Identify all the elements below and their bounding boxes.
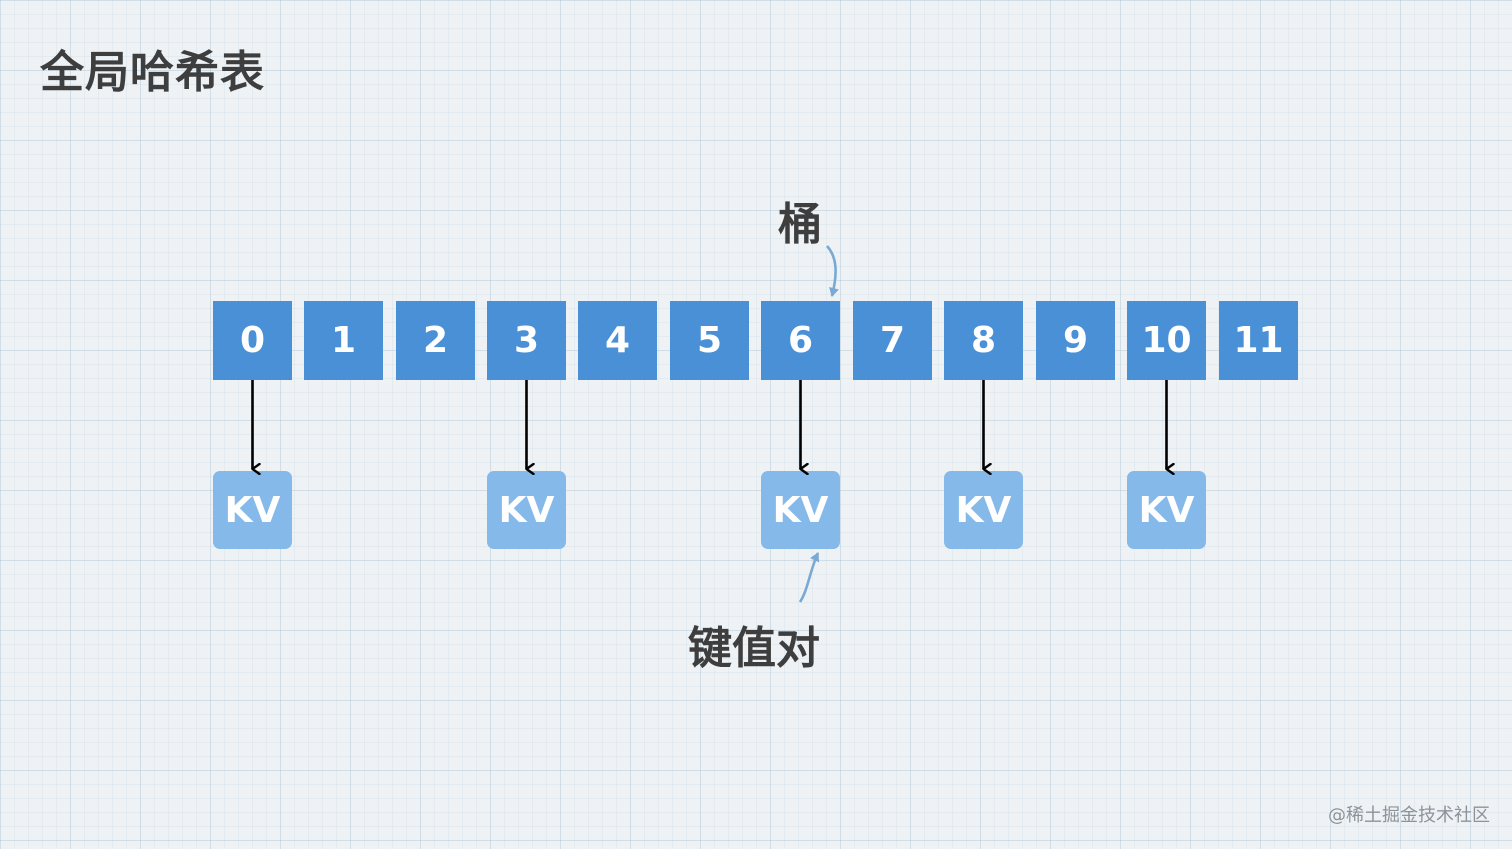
kv-node-0: KV (213, 471, 292, 549)
kv-node-10: KV (1127, 471, 1206, 549)
kv-annotation: 键值对 (688, 623, 820, 674)
kv-node-3: KV (487, 471, 566, 549)
bucket-1: 1 (304, 301, 383, 380)
page-title: 全局哈希表 (40, 47, 265, 98)
bucket-4: 4 (578, 301, 657, 380)
bucket-7: 7 (853, 301, 932, 380)
bucket-8: 8 (944, 301, 1023, 380)
bucket-2: 2 (396, 301, 475, 380)
bucket-3: 3 (487, 301, 566, 380)
kv-callout-arrow (798, 552, 820, 603)
bucket-6: 6 (761, 301, 840, 380)
watermark: @稀土掘金技术社区 (1328, 805, 1490, 826)
kv-node-8: KV (944, 471, 1023, 549)
bucket-9: 9 (1036, 301, 1115, 380)
bucket-10: 10 (1127, 301, 1206, 380)
bucket-callout-arrow (825, 245, 839, 297)
bucket-5: 5 (670, 301, 749, 380)
bucket-11: 11 (1219, 301, 1298, 380)
kv-node-6: KV (761, 471, 840, 549)
bucket-0: 0 (213, 301, 292, 380)
bucket-annotation: 桶 (778, 199, 822, 250)
